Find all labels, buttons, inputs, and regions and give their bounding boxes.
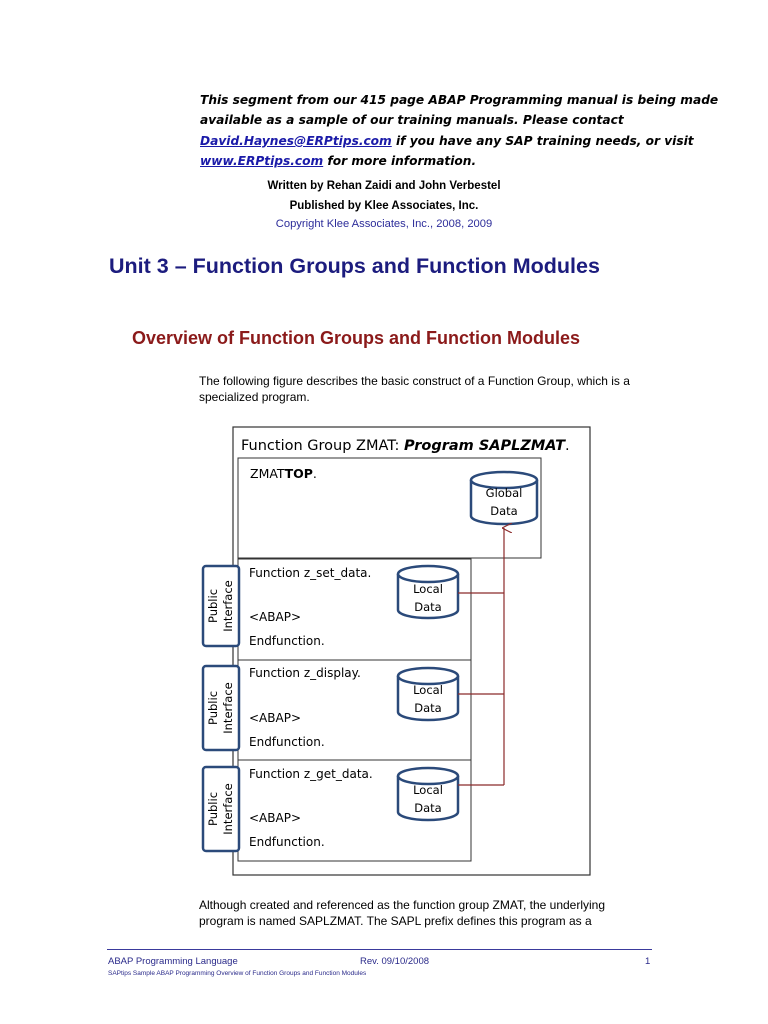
closing-paragraph: Although created and referenced as the f… bbox=[199, 897, 659, 929]
function-3-abap: <ABAP> bbox=[249, 811, 301, 825]
local-data-cylinder-1: Local Data bbox=[396, 564, 460, 620]
footer-revision: Rev. 09/10/2008 bbox=[360, 956, 430, 967]
public-interface-1 bbox=[201, 564, 241, 648]
function-1-name: Function z_set_data. bbox=[249, 566, 371, 580]
local-data-3-label-2: Data bbox=[414, 801, 441, 815]
intro-line-4-rest: for more information. bbox=[323, 154, 477, 169]
function-3-name: Function z_get_data. bbox=[249, 767, 373, 781]
intro-paragraph: The following figure describes the basic… bbox=[199, 373, 659, 405]
copyright-line: Copyright Klee Associates, Inc., 2008, 2… bbox=[275, 218, 493, 230]
section-title: Overview of Function Groups and Function… bbox=[132, 328, 581, 348]
publisher-line: Published by Klee Associates, Inc. bbox=[289, 200, 479, 212]
footer-document-name: ABAP Programming Language bbox=[108, 956, 238, 967]
public-interface-2 bbox=[201, 664, 241, 752]
public-interface-3 bbox=[201, 765, 241, 853]
function-module-2: Function z_display. <ABAP> Endfunction. … bbox=[201, 659, 504, 761]
function-module-3: Function z_get_data. <ABAP> Endfunction.… bbox=[201, 759, 504, 862]
footer-divider bbox=[107, 949, 652, 950]
function-2-name: Function z_display. bbox=[249, 666, 361, 680]
local-data-cylinder-2: Local Data bbox=[396, 666, 460, 722]
function-2-abap: <ABAP> bbox=[249, 711, 301, 725]
email-link[interactable]: David.Haynes@ERPtips.com bbox=[200, 133, 392, 148]
interface-1-label-1: Public bbox=[206, 589, 220, 623]
function-2-end: Endfunction. bbox=[249, 735, 325, 749]
intro-line-3: David.Haynes@ERPtips.com if you have any… bbox=[200, 131, 694, 151]
local-data-3-label-1: Local bbox=[413, 783, 443, 797]
intro-line-4: www.ERPtips.com for more information. bbox=[200, 151, 670, 171]
paragraph-line-1: The following figure describes the basic… bbox=[199, 374, 630, 388]
function-3-end: Endfunction. bbox=[249, 835, 325, 849]
website-link[interactable]: www.ERPtips.com bbox=[200, 154, 324, 169]
closing-line-2: program is named SAPLZMAT. The SAPL pref… bbox=[199, 914, 592, 928]
local-data-cylinder-3: Local Data bbox=[396, 766, 460, 822]
function-1-end: Endfunction. bbox=[249, 634, 325, 648]
function-group-diagram: Function Group ZMAT: Program SAPLZMAT. Z… bbox=[195, 420, 595, 878]
footer-subtitle: SAPtips Sample ABAP Programming Overview… bbox=[108, 970, 367, 977]
local-data-1-label-2: Data bbox=[414, 600, 441, 614]
global-data-label-2: Data bbox=[490, 504, 517, 518]
intro-line-2: available as a sample of our training ma… bbox=[200, 113, 624, 128]
interface-2-label-1: Public bbox=[206, 691, 220, 725]
interface-2-label-2: Interface bbox=[221, 682, 235, 734]
footer-page-number: 1 bbox=[645, 956, 651, 967]
interface-1-label-2: Interface bbox=[221, 580, 235, 632]
interface-3-label-2: Interface bbox=[221, 783, 235, 835]
top-include-label: ZMATTOP. bbox=[250, 466, 317, 481]
intro-line-3-rest: if you have any SAP training needs, or v… bbox=[391, 133, 694, 148]
local-data-1-label-1: Local bbox=[413, 582, 443, 596]
global-data-label-1: Global bbox=[486, 486, 523, 500]
diagram-title: Function Group ZMAT: Program SAPLZMAT. bbox=[241, 438, 570, 454]
paragraph-line-2: specialized program. bbox=[199, 390, 310, 404]
function-1-abap: <ABAP> bbox=[249, 610, 301, 624]
interface-3-label-1: Public bbox=[206, 792, 220, 826]
intro-line-1: This segment from our 415 page ABAP Prog… bbox=[200, 93, 719, 107]
unit-title: Unit 3 – Function Groups and Function Mo… bbox=[109, 254, 600, 278]
function-module-1: Function z_set_data. <ABAP> Endfunction.… bbox=[201, 558, 504, 661]
global-data-cylinder: Global Data bbox=[469, 470, 539, 526]
closing-line-1: Although created and referenced as the f… bbox=[199, 898, 606, 912]
intro-notice: This segment from our 415 page ABAP Prog… bbox=[200, 90, 719, 172]
local-data-2-label-1: Local bbox=[413, 683, 443, 697]
local-data-2-label-2: Data bbox=[414, 701, 441, 715]
authors-line: Written by Rehan Zaidi and John Verbeste… bbox=[267, 180, 501, 192]
